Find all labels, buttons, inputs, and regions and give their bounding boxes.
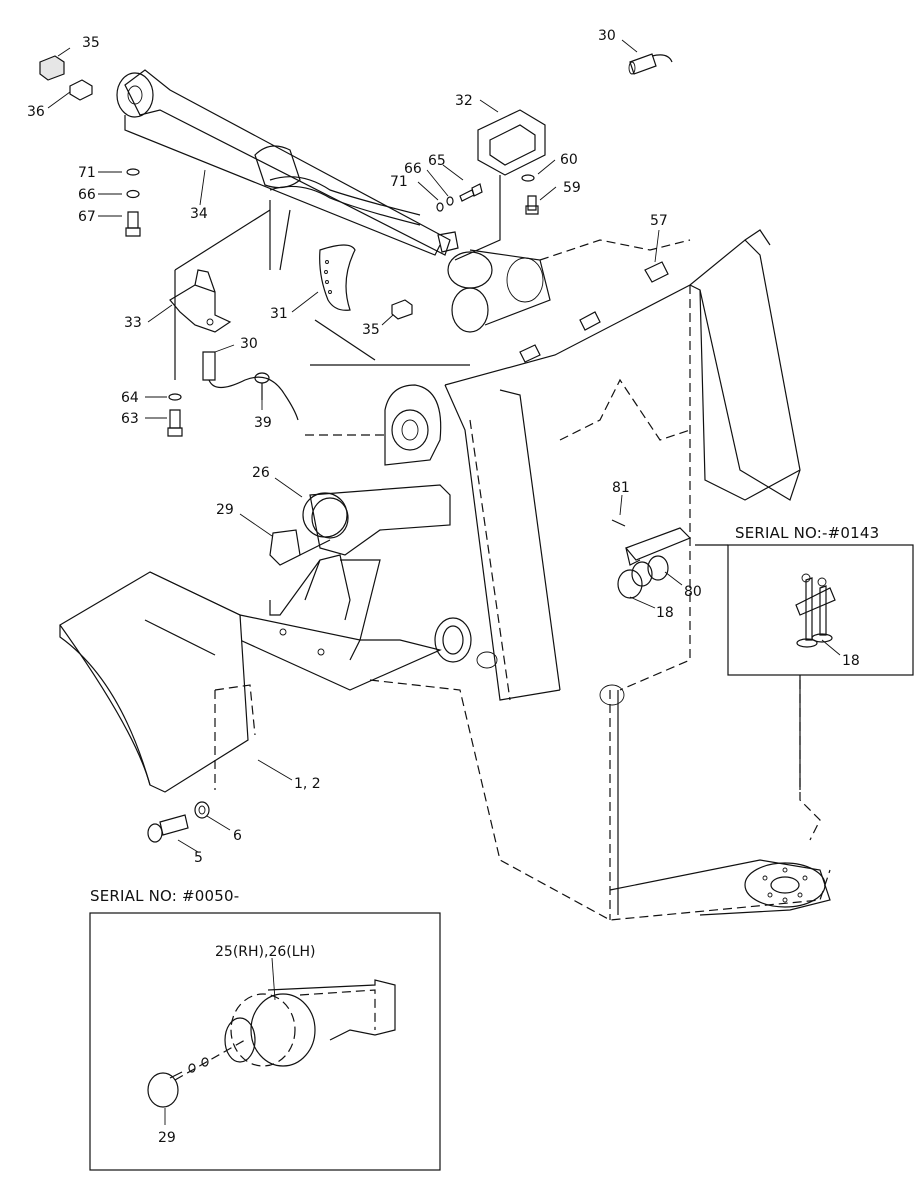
bracket-80-18 — [611, 519, 692, 599]
serial-label-lower: SERIAL NO: #0050- — [90, 887, 239, 905]
pin-30 — [628, 53, 673, 75]
callout-39: 39 — [254, 415, 272, 431]
small-parts — [39, 55, 539, 437]
callout-81: 81 — [612, 480, 630, 496]
callout-67: 67 — [78, 209, 96, 225]
callout-18-inset: 18 — [842, 653, 860, 669]
callout-36: 36 — [27, 104, 45, 120]
callout-32: 32 — [455, 93, 473, 109]
callout-30-top: 30 — [598, 28, 616, 44]
callout-66-left: 66 — [78, 187, 96, 203]
callout-1-2: 1, 2 — [294, 776, 321, 792]
callout-71-left: 71 — [78, 165, 96, 181]
lower-plate — [239, 614, 442, 691]
callout-34: 34 — [190, 206, 208, 222]
callout-26: 26 — [252, 465, 270, 481]
inset-upper-box — [695, 544, 914, 790]
cover-1-2 — [59, 571, 256, 843]
hydraulic-cylinder — [116, 69, 459, 271]
callout-80: 80 — [684, 584, 702, 600]
callout-59: 59 — [563, 180, 581, 196]
serial-label-upper: SERIAL NO:-#0143 — [735, 524, 879, 542]
callout-29-main: 29 — [216, 502, 234, 518]
callout-60: 60 — [560, 152, 578, 168]
callout-66-right: 66 — [404, 161, 422, 177]
main-frame — [305, 229, 831, 921]
callout-31: 31 — [270, 306, 288, 322]
bracket-32 — [454, 109, 546, 261]
callout-5: 5 — [194, 850, 203, 866]
callout-33: 33 — [124, 315, 142, 331]
callout-18-main: 18 — [656, 605, 674, 621]
callout-64: 64 — [121, 390, 139, 406]
callout-29-inset: 29 — [158, 1130, 176, 1146]
callout-25-26: 25(RH),26(LH) — [215, 944, 316, 960]
callout-labels: 30 32 35 36 71 66 67 34 71 66 65 60 59 5… — [27, 28, 860, 1146]
callout-6: 6 — [233, 828, 242, 844]
callout-30-lower: 30 — [240, 336, 258, 352]
callout-35-top: 35 — [82, 35, 100, 51]
callout-57: 57 — [650, 213, 668, 229]
callout-63: 63 — [121, 411, 139, 427]
callout-71-right: 71 — [390, 174, 408, 190]
callout-65: 65 — [428, 153, 446, 169]
leader-lines — [47, 39, 841, 1125]
callout-35-lower: 35 — [362, 322, 380, 338]
inset-lower-box — [89, 912, 441, 1171]
lamp-assembly — [269, 484, 451, 661]
